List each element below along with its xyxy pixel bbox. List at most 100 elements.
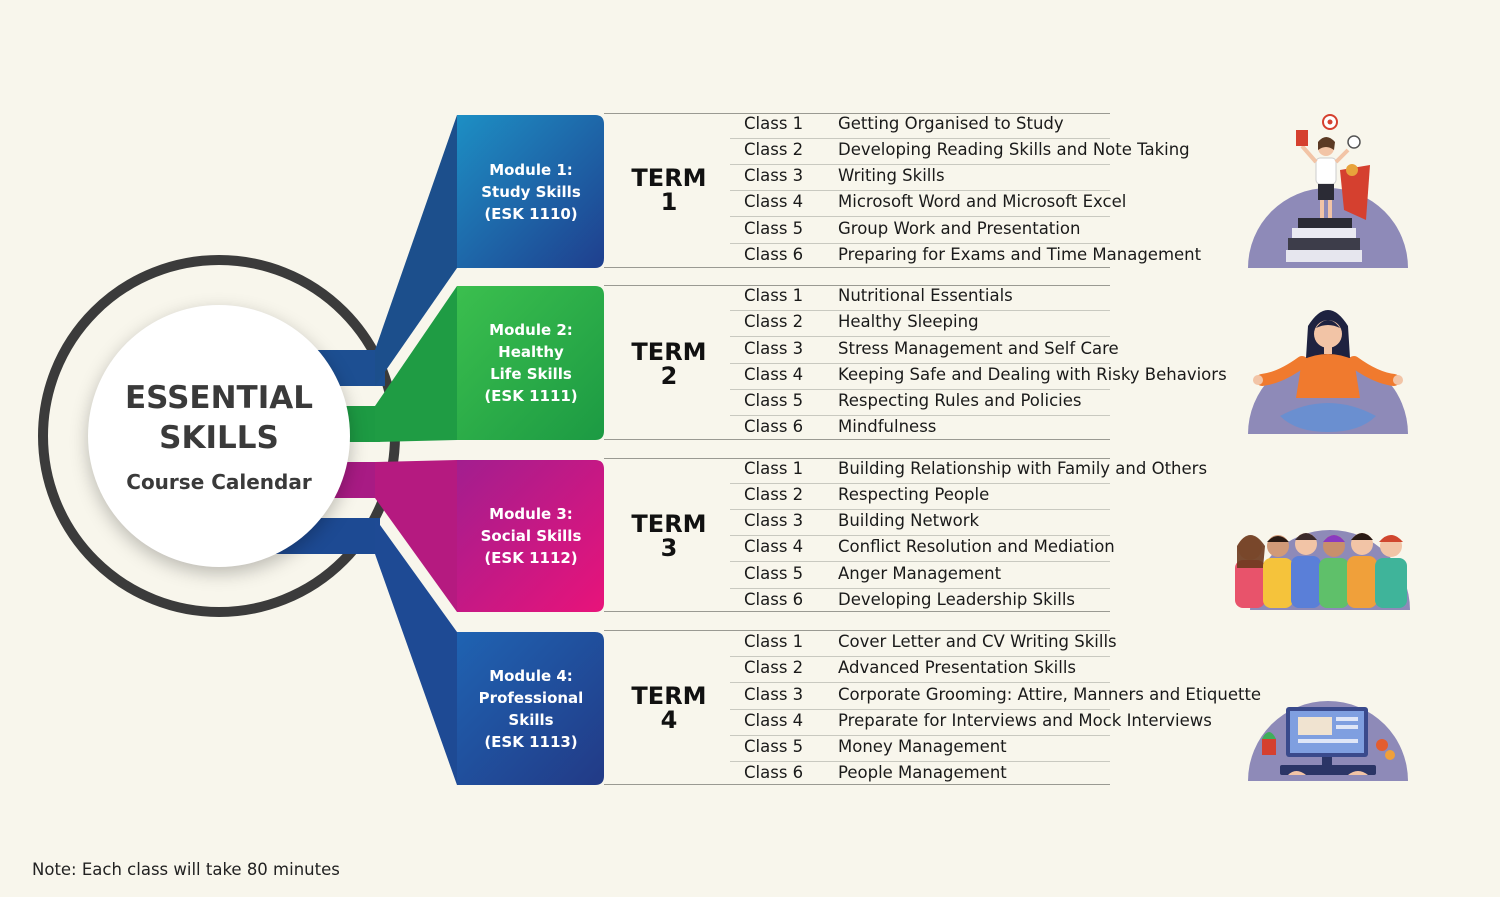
class-title: Mindfulness	[838, 417, 937, 436]
class-title: Getting Organised to Study	[838, 114, 1064, 133]
computer-workstation-icon	[1248, 701, 1408, 781]
class-number: Class 4	[744, 192, 804, 211]
term-word: TERM	[631, 164, 707, 192]
module-label-line: Study Skills	[481, 182, 581, 201]
module-label-line: Social Skills	[480, 527, 582, 545]
row-divider	[730, 389, 1110, 390]
class-number: Class 1	[744, 114, 804, 133]
term-number: 3	[660, 534, 678, 562]
class-title: Respecting Rules and Policies	[838, 391, 1082, 410]
class-title: Money Management	[838, 737, 1007, 756]
meditating-woman-icon	[1248, 310, 1408, 434]
class-number: Class 1	[744, 632, 804, 651]
class-title: Cover Letter and CV Writing Skills	[838, 632, 1117, 651]
module-1-label: Module 1: Study Skills (ESK 1110)	[460, 115, 602, 268]
row-divider	[730, 509, 1110, 510]
class-number: Class 3	[744, 166, 804, 185]
row-divider	[730, 535, 1110, 536]
term-divider	[604, 630, 1110, 631]
class-title: Preparate for Interviews and Mock Interv…	[838, 711, 1212, 730]
module-label-line: Module 1:	[489, 160, 573, 179]
module-label-line: Healthy	[498, 343, 564, 361]
row-divider	[730, 190, 1110, 191]
group-of-friends-icon	[1235, 530, 1410, 610]
module-2-shape	[340, 286, 604, 442]
module-3-label: Module 3: Social Skills (ESK 1112)	[460, 460, 602, 612]
term-2-heading: TERM 2	[612, 340, 726, 388]
module-4-shape	[275, 518, 604, 785]
class-number: Class 5	[744, 391, 804, 410]
businesswoman-on-books-icon	[1248, 114, 1408, 268]
module-label-line: (ESK 1110)	[484, 204, 578, 223]
row-divider	[730, 336, 1110, 337]
class-title: People Management	[838, 763, 1007, 782]
term-divider	[604, 784, 1110, 785]
term-word: TERM	[631, 338, 707, 366]
module-2-label: Module 2: Healthy Life Skills (ESK 1111)	[460, 286, 602, 440]
class-title: Conflict Resolution and Mediation	[838, 537, 1115, 556]
term-divider	[604, 611, 1110, 612]
class-number: Class 1	[744, 286, 804, 305]
row-divider	[730, 415, 1110, 416]
class-title: Building Relationship with Family and Ot…	[838, 459, 1208, 478]
row-divider	[730, 588, 1110, 589]
term-number: 4	[660, 706, 678, 734]
class-number: Class 5	[744, 737, 804, 756]
module-label-line: (ESK 1111)	[484, 387, 578, 405]
row-divider	[730, 216, 1110, 217]
class-title: Preparing for Exams and Time Management	[838, 245, 1202, 264]
module-label-line: Life Skills	[490, 365, 572, 383]
module-label-line: Module 4:	[489, 666, 573, 685]
class-number: Class 4	[744, 711, 804, 730]
class-number: Class 4	[744, 537, 804, 556]
class-title: Anger Management	[838, 564, 1002, 583]
class-number: Class 1	[744, 459, 804, 478]
class-title: Keeping Safe and Dealing with Risky Beha…	[838, 365, 1227, 384]
class-number: Class 4	[744, 365, 804, 384]
term-divider	[604, 285, 1110, 286]
hub-title: ESSENTIAL SKILLS	[125, 380, 313, 456]
class-number: Class 2	[744, 140, 804, 159]
module-label-line: Skills	[508, 710, 554, 729]
row-divider	[730, 243, 1110, 244]
footnote: Note: Each class will take 80 minutes	[32, 860, 340, 879]
row-divider	[730, 483, 1110, 484]
class-number: Class 3	[744, 685, 804, 704]
hub-subtitle: Course Calendar	[126, 470, 312, 494]
row-divider	[730, 164, 1110, 165]
term-3-heading: TERM 3	[612, 512, 726, 560]
class-number: Class 3	[744, 339, 804, 358]
class-number: Class 6	[744, 245, 804, 264]
row-divider	[730, 310, 1110, 311]
term-divider	[604, 458, 1110, 459]
class-title: Developing Leadership Skills	[838, 590, 1075, 609]
row-divider	[730, 656, 1110, 657]
class-title: Stress Management and Self Care	[838, 339, 1119, 358]
module-label-line: (ESK 1113)	[484, 732, 578, 751]
class-title: Healthy Sleeping	[838, 312, 979, 331]
row-divider	[730, 761, 1110, 762]
term-number: 1	[660, 188, 678, 216]
row-divider	[730, 363, 1110, 364]
row-divider	[730, 561, 1110, 562]
class-number: Class 2	[744, 658, 804, 677]
module-label-line: (ESK 1112)	[484, 549, 578, 567]
row-divider	[730, 735, 1110, 736]
term-4-heading: TERM 4	[612, 684, 726, 732]
class-number: Class 5	[744, 564, 804, 583]
module-4-label: Module 4: Professional Skills (ESK 1113)	[460, 632, 602, 785]
class-number: Class 6	[744, 763, 804, 782]
row-divider	[730, 709, 1110, 710]
class-number: Class 2	[744, 485, 804, 504]
class-number: Class 2	[744, 312, 804, 331]
term-word: TERM	[631, 682, 707, 710]
term-number: 2	[660, 362, 678, 390]
class-title: Corporate Grooming: Attire, Manners and …	[838, 685, 1262, 704]
module-label-line: Module 3:	[489, 505, 573, 523]
hub-circle: ESSENTIAL SKILLS Course Calendar	[88, 305, 350, 567]
class-title: Microsoft Word and Microsoft Excel	[838, 192, 1127, 211]
class-number: Class 6	[744, 590, 804, 609]
module-label-line: Professional	[478, 688, 584, 707]
